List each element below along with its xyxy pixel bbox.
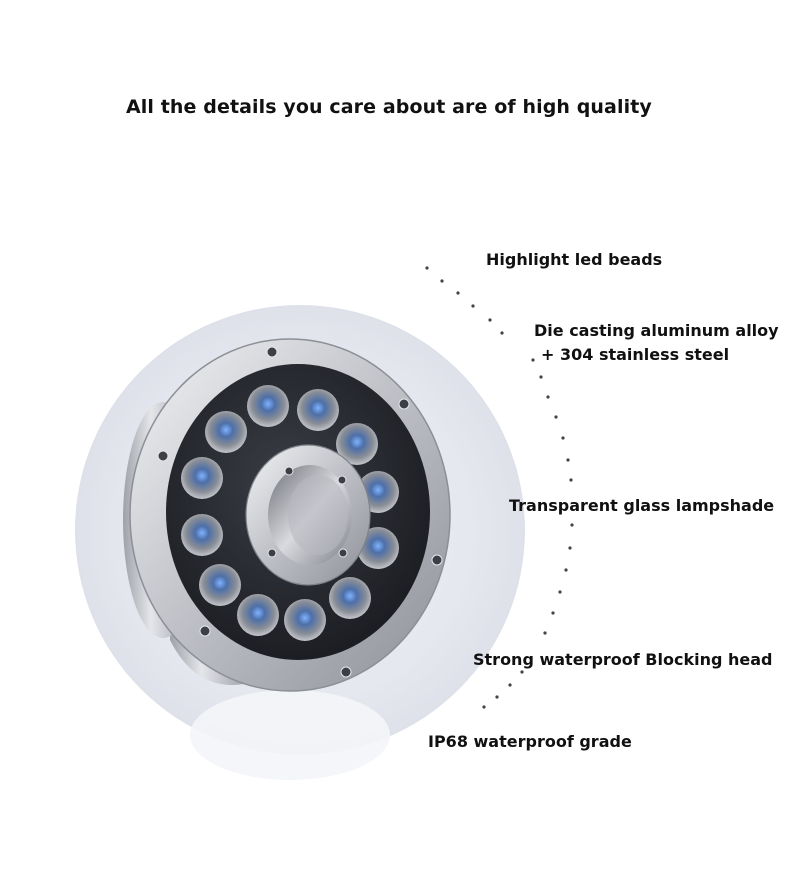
led-bead-icon (329, 577, 371, 619)
screw-icon (337, 475, 347, 485)
screw-icon (340, 666, 352, 678)
led-bead-icon (181, 514, 223, 556)
led-bead-icon (199, 564, 241, 606)
center-hole-inner (288, 475, 348, 555)
led-bead-icon (237, 594, 279, 636)
screw-icon (431, 554, 443, 566)
screw-icon (284, 466, 294, 476)
feature-label-ip68: IP68 waterproof grade (428, 732, 632, 751)
led-bead-icon (205, 411, 247, 453)
page-headline: All the details you care about are of hi… (126, 96, 652, 118)
dotted-guide-arc (425, 266, 574, 709)
led-bead-icon (181, 457, 223, 499)
feature-label-glass: Transparent glass lampshade (509, 496, 775, 515)
screw-icon (157, 450, 169, 462)
led-bead-icon (247, 385, 289, 427)
feature-label-blocking-head: Strong waterproof Blocking head (473, 650, 773, 669)
feature-label-led-beads: Highlight led beads (486, 250, 663, 269)
screw-icon (199, 625, 211, 637)
screw-icon (338, 548, 348, 558)
screw-icon (267, 548, 277, 558)
feature-label-aluminum: Die casting aluminum alloy (534, 321, 779, 340)
screw-icon (266, 346, 278, 358)
screw-icon (398, 398, 410, 410)
led-bead-icon (297, 389, 339, 431)
feature-label-stainless: + 304 stainless steel (541, 345, 730, 364)
reflection (190, 690, 390, 780)
led-bead-icon (284, 599, 326, 641)
led-bead-icon (336, 423, 378, 465)
